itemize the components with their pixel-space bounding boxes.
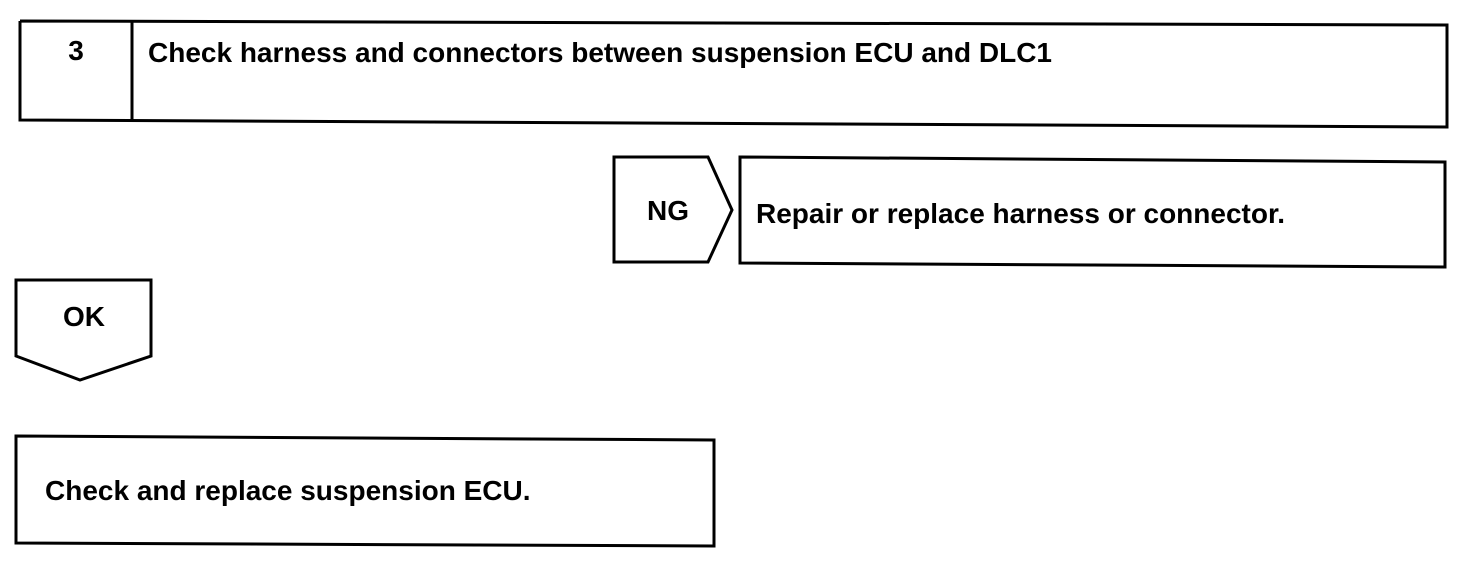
step-title: Check harness and connectors between sus… bbox=[148, 37, 1052, 68]
ok-arrow-tag bbox=[14, 278, 153, 382]
ng-action-text: Repair or replace harness or connector. bbox=[756, 198, 1286, 229]
step-header-outline bbox=[18, 19, 1449, 129]
step-header-box bbox=[18, 19, 1449, 129]
step-number: 3 bbox=[68, 35, 84, 66]
ok-label: OK bbox=[63, 301, 105, 332]
ok-action-text: Check and replace suspension ECU. bbox=[45, 475, 531, 506]
ng-arrow-tag bbox=[612, 155, 734, 264]
ng-label: NG bbox=[647, 195, 689, 226]
ok-action-box bbox=[14, 434, 716, 548]
ng-action-box bbox=[738, 155, 1447, 269]
